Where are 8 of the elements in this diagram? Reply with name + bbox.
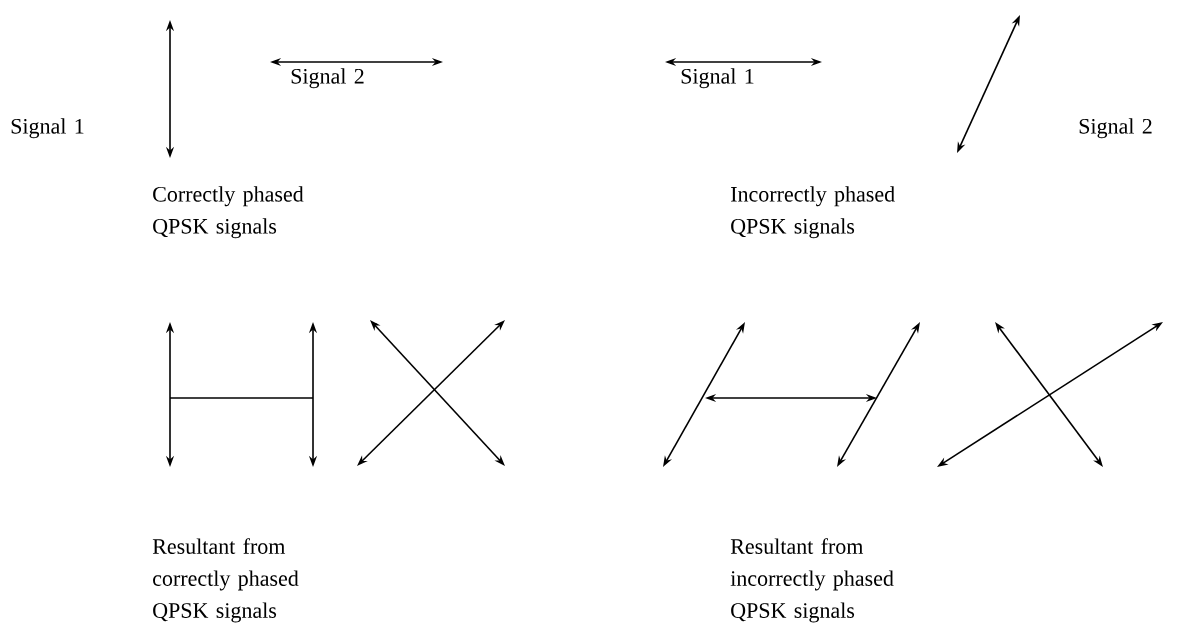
caption-text: Signal 2 [1079, 118, 1152, 139]
caption-text: Signal 1 [681, 68, 754, 89]
caption-text: Signal 1 [11, 118, 84, 139]
caption-text: Incorrectly phased QPSK signals [731, 186, 895, 239]
caption-text: Signal 2 [291, 68, 364, 89]
caption-text: Resultant from correctly phased QPSK signals [152, 538, 299, 623]
caption-text: Resultant from incorrectly phased QPSK signals [730, 538, 894, 623]
caption-text: Correctly phased QPSK signals [153, 186, 304, 239]
